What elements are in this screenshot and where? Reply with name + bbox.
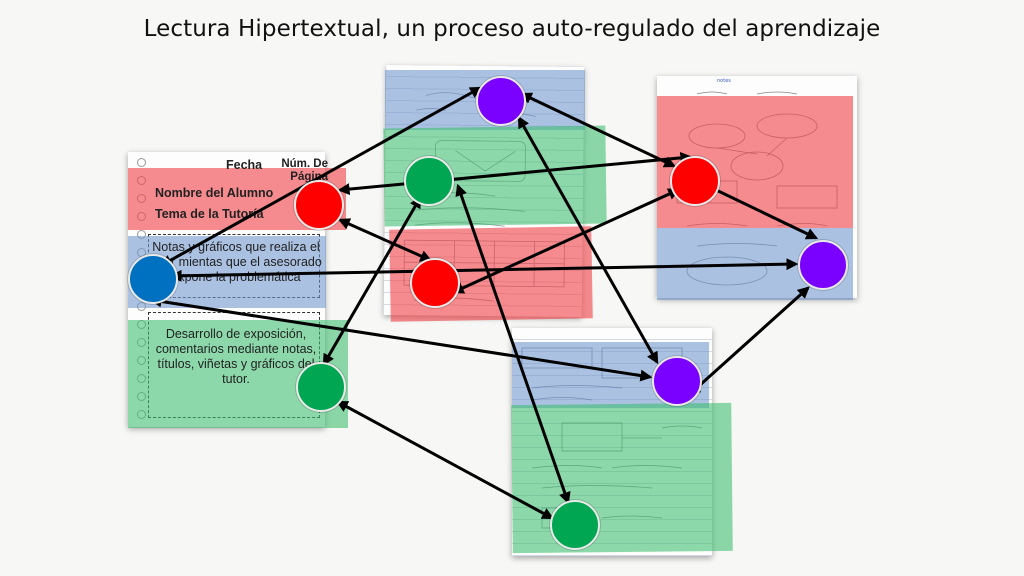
node-green-bottom	[550, 500, 600, 550]
arrow-red-left-to-red-center	[337, 218, 433, 262]
arrow-purple-right-to-purple-bottom	[688, 286, 810, 396]
node-red-right	[670, 156, 720, 206]
node-purple-bottom	[652, 356, 702, 406]
node-red-left	[294, 180, 344, 230]
arrow-red-left-to-red-right	[337, 151, 693, 196]
arrow-purple-top-to-red-right	[519, 92, 677, 168]
arrow-red-center-to-red-right	[451, 188, 681, 294]
slide-title: Lectura Hipertextual, un proceso auto-re…	[143, 16, 881, 42]
svg-text:notes: notes	[717, 78, 731, 84]
arrow-green-top-to-green-bottom	[455, 183, 571, 505]
node-purple-top	[476, 76, 526, 126]
arrow-purple-top-to-purple-bottom	[517, 115, 659, 365]
node-purple-right	[798, 240, 848, 290]
arrow-blue-left-to-purple-right	[169, 258, 799, 282]
node-green-left	[296, 362, 346, 412]
node-red-center	[410, 258, 460, 308]
arrow-blue-left-to-purple-bottom	[149, 295, 653, 382]
node-blue-left	[128, 254, 178, 304]
arrow-purple-top-to-blue-left	[159, 86, 483, 267]
node-green-top	[404, 156, 454, 206]
arrow-green-left-to-green-bottom	[335, 400, 555, 520]
arrow-red-right-to-purple-right	[711, 186, 819, 240]
